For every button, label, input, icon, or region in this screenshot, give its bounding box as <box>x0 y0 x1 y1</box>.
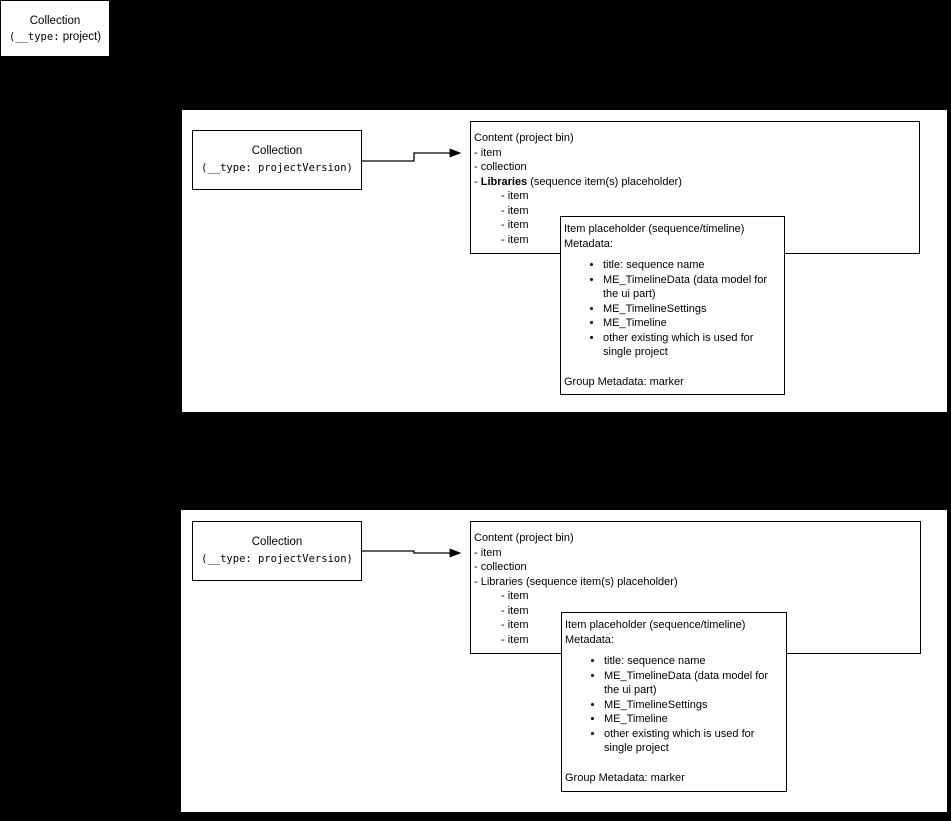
content-line: - collection <box>474 161 527 173</box>
placeholder-footer: Group Metadata: marker <box>564 375 684 388</box>
node-subtitle-rest: project) <box>59 30 102 43</box>
node-item-placeholder-2[interactable]: Item placeholder (sequence/timeline) Met… <box>561 612 787 792</box>
placeholder-title: Item placeholder (sequence/timeline) <box>564 223 745 235</box>
content-line: - item <box>474 546 502 559</box>
content-line: - collection <box>474 561 527 573</box>
node-item-placeholder-1[interactable]: Item placeholder (sequence/timeline) Met… <box>560 216 785 395</box>
metadata-item: title: sequence name <box>603 258 781 273</box>
content-line: Content (project bin) <box>474 532 574 544</box>
node-title: Collection <box>251 536 303 548</box>
libraries-suffix: (sequence item(s) placeholder) <box>522 575 678 588</box>
placeholder-title: Item placeholder (sequence/timeline) <box>565 619 746 631</box>
content-sub-item: - item <box>501 204 529 217</box>
metadata-item: ME_Timeline <box>603 316 781 331</box>
metadata-item: ME_TimelineSettings <box>603 302 781 317</box>
libraries-suffix: (sequence item(s) placeholder) <box>527 175 682 188</box>
content-sub-item: - item <box>501 619 529 631</box>
node-collection-project[interactable]: Collection (__type: project) <box>0 0 110 57</box>
libraries-label: Libraries <box>480 175 528 188</box>
placeholder-footer: Group Metadata: marker <box>565 771 685 784</box>
metadata-item: ME_TimelineData (data model for the ui p… <box>603 273 781 302</box>
metadata-item: other existing which is used for single … <box>604 727 783 756</box>
metadata-list: title: sequence name ME_TimelineData (da… <box>565 654 783 756</box>
libraries-prefix: - <box>474 575 481 588</box>
metadata-item: title: sequence name <box>604 654 783 669</box>
content-sub-item: - item <box>501 590 529 602</box>
libraries-label: Libraries <box>480 575 523 588</box>
metadata-item: ME_Timeline <box>604 712 783 727</box>
placeholder-subtitle: Metadata: <box>564 237 613 250</box>
content-line: - item <box>474 146 502 159</box>
libraries-prefix: - <box>474 175 481 188</box>
node-title: Collection <box>251 145 303 157</box>
content-line-libraries: - Libraries (sequence item(s) placeholde… <box>474 575 916 590</box>
node-collection-projectversion-1[interactable]: Collection (__type: projectVersion) <box>192 130 362 190</box>
content-line-libraries: - Libraries (sequence item(s) placeholde… <box>474 175 915 190</box>
node-subtitle: (__type: projectVersion) <box>201 553 353 565</box>
content-sub-item: - item <box>501 604 529 617</box>
content-sub-item: - item <box>501 233 529 246</box>
node-subtitle-mono: (__type: <box>8 30 60 43</box>
metadata-item: other existing which is used for single … <box>603 331 781 360</box>
content-sub-item: - item <box>501 219 529 231</box>
node-title: Collection <box>29 14 81 27</box>
placeholder-subtitle: Metadata: <box>565 633 614 646</box>
content-sub-item: - item <box>501 190 529 202</box>
metadata-item: ME_TimelineData (data model for the ui p… <box>604 669 783 698</box>
content-sub-item: - item <box>501 633 529 646</box>
node-subtitle: (__type: project) <box>9 29 101 45</box>
metadata-list: title: sequence name ME_TimelineData (da… <box>564 258 781 360</box>
node-collection-projectversion-2[interactable]: Collection (__type: projectVersion) <box>192 521 362 581</box>
node-subtitle: (__type: projectVersion) <box>201 162 353 174</box>
content-line: Content (project bin) <box>474 132 574 144</box>
metadata-item: ME_TimelineSettings <box>604 698 783 713</box>
